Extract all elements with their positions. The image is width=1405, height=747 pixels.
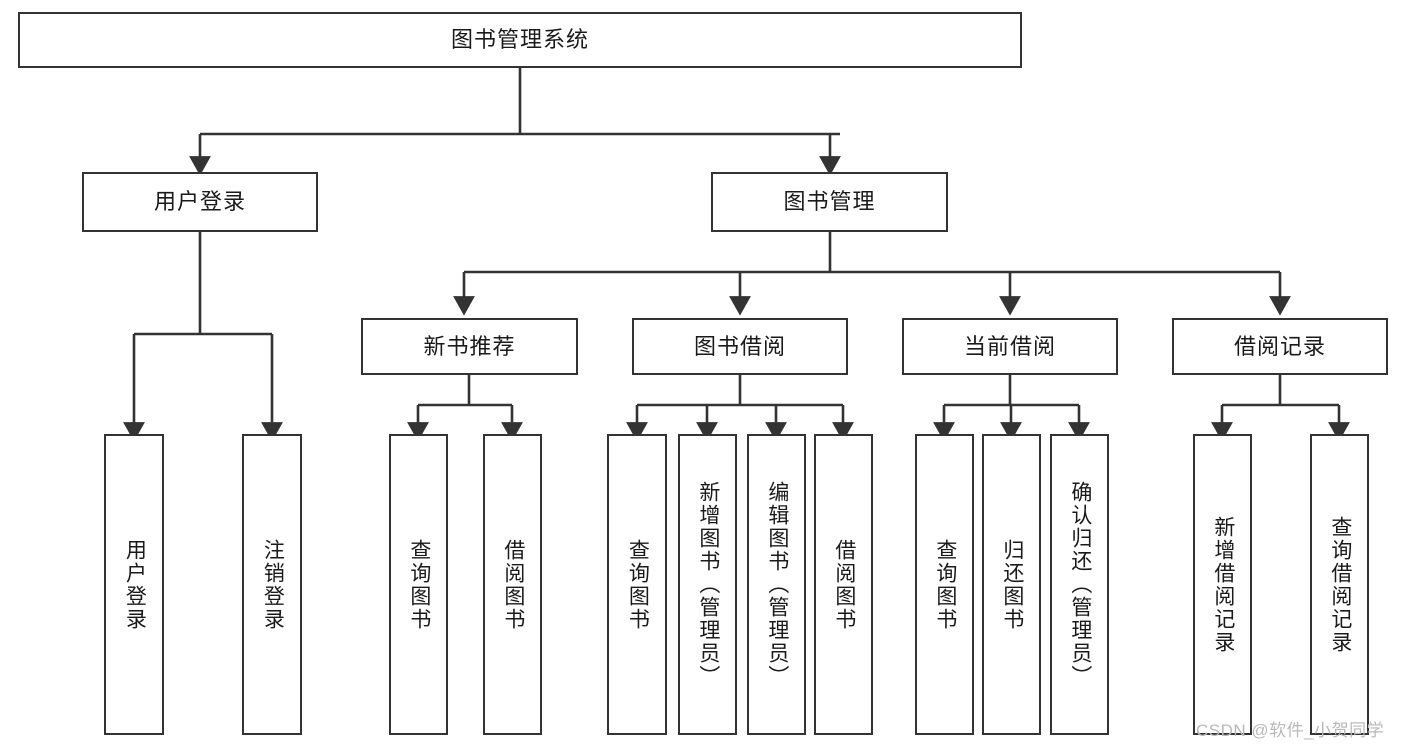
node-label: 图书管理 xyxy=(783,189,876,215)
node-root-book-management-system[interactable]: 图书管理系统 xyxy=(18,12,1022,68)
node-label: 查询图书 xyxy=(407,538,431,631)
node-label: 借阅图书 xyxy=(501,538,525,631)
leaf-edit-book-admin[interactable]: 编辑图书（管理员） xyxy=(747,434,806,735)
node-label: 当前借阅 xyxy=(963,333,1056,359)
node-book-management[interactable]: 图书管理 xyxy=(711,172,948,232)
node-new-book-recommendation[interactable]: 新书推荐 xyxy=(361,318,578,375)
leaf-borrow-books-borrow[interactable]: 借阅图书 xyxy=(814,434,873,735)
node-label: 确认归还（管理员） xyxy=(1068,481,1092,688)
node-label: 新增借阅记录 xyxy=(1211,515,1235,654)
node-label: 新增图书（管理员） xyxy=(696,481,720,688)
leaf-query-borrow-record[interactable]: 查询借阅记录 xyxy=(1310,434,1369,735)
leaf-add-borrow-record[interactable]: 新增借阅记录 xyxy=(1193,434,1252,735)
node-label: 编辑图书（管理员） xyxy=(765,481,789,688)
node-label: 借阅记录 xyxy=(1233,333,1326,359)
node-book-borrowing[interactable]: 图书借阅 xyxy=(632,318,848,375)
node-borrow-records[interactable]: 借阅记录 xyxy=(1172,318,1388,375)
node-label: 查询借阅记录 xyxy=(1328,515,1352,654)
node-label: 查询图书 xyxy=(626,538,650,631)
node-user-login[interactable]: 用户登录 xyxy=(82,172,318,232)
node-label: 查询图书 xyxy=(933,538,957,631)
node-current-borrowing[interactable]: 当前借阅 xyxy=(902,318,1118,375)
node-label: 图书管理系统 xyxy=(450,27,589,53)
leaf-return-books[interactable]: 归还图书 xyxy=(982,434,1041,735)
node-label: 注销登录 xyxy=(261,538,285,631)
node-label: 归还图书 xyxy=(1000,538,1024,631)
node-label: 用户登录 xyxy=(123,538,147,631)
node-label: 图书借阅 xyxy=(693,333,786,359)
leaf-borrow-books-new[interactable]: 借阅图书 xyxy=(483,434,542,735)
leaf-query-books-current[interactable]: 查询图书 xyxy=(915,434,974,735)
leaf-query-books-borrow[interactable]: 查询图书 xyxy=(607,434,667,735)
csdn-watermark: CSDN @软件_小贺同学 xyxy=(1196,721,1385,740)
leaf-confirm-return-admin[interactable]: 确认归还（管理员） xyxy=(1050,434,1109,735)
leaf-query-books-new[interactable]: 查询图书 xyxy=(389,434,448,735)
node-label: 借阅图书 xyxy=(832,538,856,631)
node-label: 新书推荐 xyxy=(423,333,516,359)
leaf-logout[interactable]: 注销登录 xyxy=(242,434,302,735)
leaf-add-book-admin[interactable]: 新增图书（管理员） xyxy=(678,434,737,735)
node-label: 用户登录 xyxy=(153,189,246,215)
leaf-user-login[interactable]: 用户登录 xyxy=(104,434,164,735)
